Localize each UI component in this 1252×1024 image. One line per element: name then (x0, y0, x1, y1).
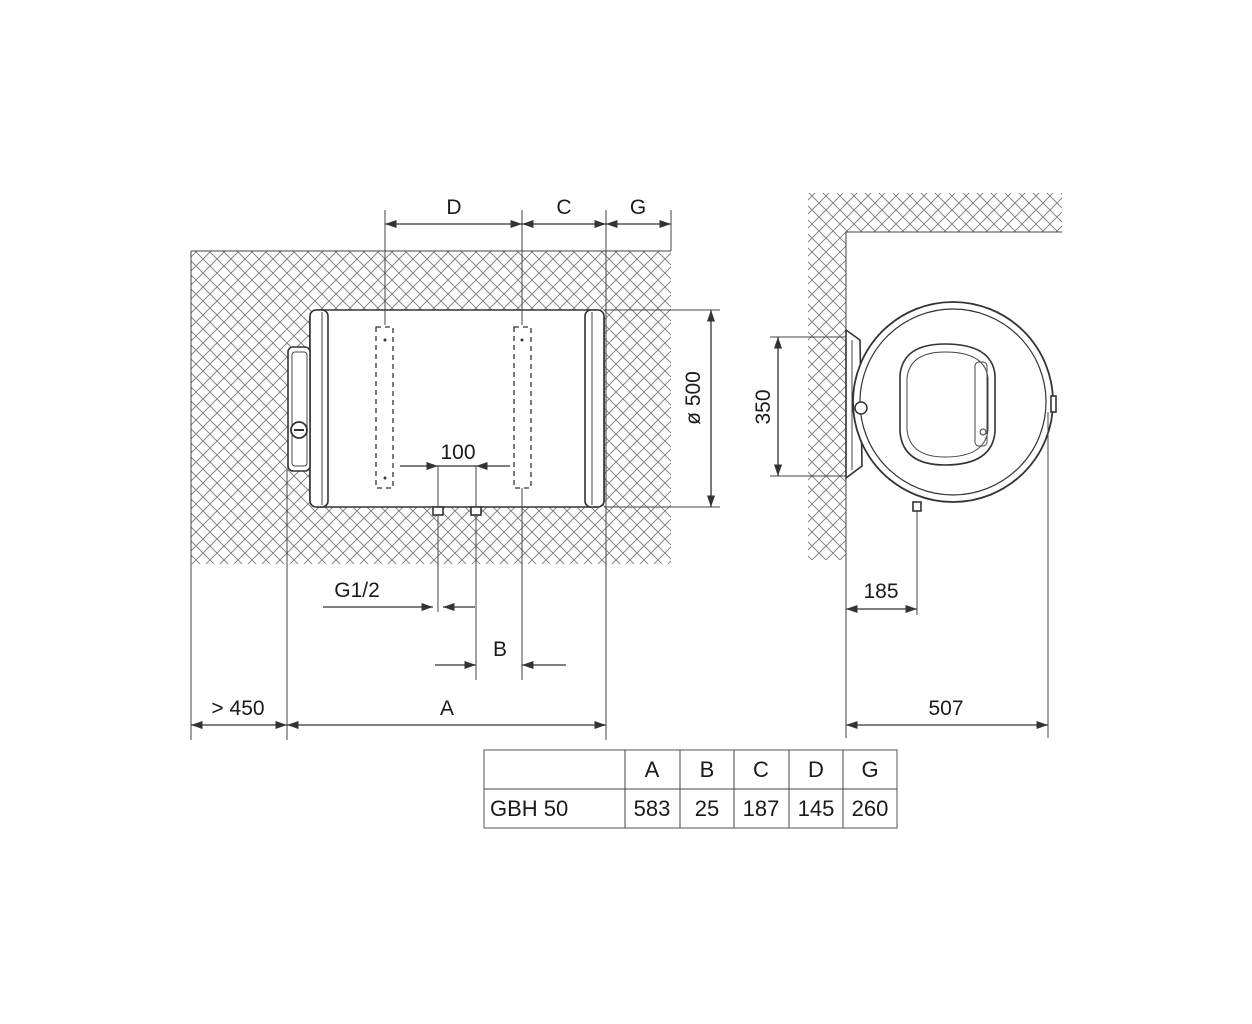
label-thread: G1/2 (334, 579, 380, 602)
table-header-c: C (753, 757, 769, 782)
label-pipe-spacing: 100 (440, 441, 475, 464)
label-c: C (556, 196, 571, 219)
label-b: B (493, 638, 507, 661)
table-header-a: A (645, 757, 660, 782)
table-cell-a: 583 (634, 796, 671, 821)
wall-edge (190, 250, 671, 560)
table-cell-model: GBH 50 (490, 796, 568, 821)
table-cell-g: 260 (852, 796, 889, 821)
label-side-offset: 185 (863, 580, 898, 603)
pipe-hot (470, 506, 482, 516)
table-header-g: G (861, 757, 878, 782)
table-header-b: B (700, 757, 715, 782)
label-mount-height: 350 (752, 389, 775, 424)
control-box (287, 346, 311, 472)
label-diameter: ø 500 (682, 371, 705, 425)
dimension-table: A B C D G GBH 50 583 25 187 145 260 (483, 749, 898, 829)
side-pipe (912, 501, 922, 512)
label-a: A (440, 697, 454, 720)
side-wall-hatch (808, 193, 1062, 560)
label-depth: 507 (928, 697, 963, 720)
tank-left-cap (309, 309, 329, 508)
table-cell-d: 145 (798, 796, 835, 821)
table-header-d: D (808, 757, 824, 782)
label-d: D (446, 196, 461, 219)
side-knob (854, 401, 868, 415)
label-clearance: > 450 (211, 697, 264, 720)
control-box-side (899, 343, 996, 466)
table-cell-b: 25 (695, 796, 719, 821)
front-view: D C G ø 500 100 G1/2 B > 450 A (190, 196, 720, 740)
tank-body (309, 309, 605, 508)
table-cell-c: 187 (743, 796, 780, 821)
label-g: G (630, 196, 646, 219)
tank-right-cap (584, 309, 605, 508)
pipe-cold (432, 506, 444, 516)
side-view: 350 185 507 (752, 193, 1062, 738)
